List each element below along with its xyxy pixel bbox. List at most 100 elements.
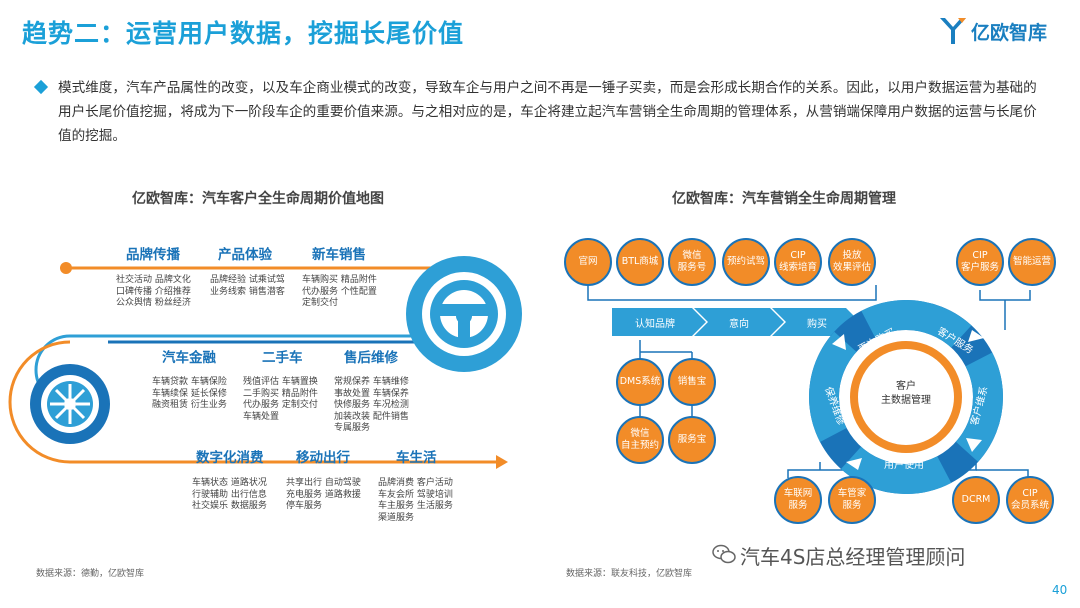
system-bubble: 官网 — [564, 238, 612, 286]
category-new-car-sales: 新车销售 — [312, 247, 366, 263]
system-bubble: 微信服务号 — [668, 238, 716, 286]
detail-line: 车辆购买 精品附件 — [302, 275, 377, 285]
logo: 亿欧智库 — [938, 14, 1058, 48]
system-bubble: 服务宝 — [668, 416, 716, 464]
detail-line: 渠道服务 — [378, 512, 415, 523]
detail-line: 车辆处置 — [243, 411, 280, 422]
steering-wheel-icon — [406, 256, 522, 372]
category-auto-finance: 汽车金融 — [162, 350, 216, 366]
detail-line: 共享出行 自动驾驶 — [286, 478, 361, 488]
tire-icon — [30, 364, 110, 444]
bubble-label: DMS系统 — [619, 376, 661, 387]
flow-step-brand-awareness: 认知品牌 — [635, 319, 675, 330]
flow-step-purchase: 购买 — [807, 319, 827, 330]
detail-line: 社交娱乐 数据服务 — [192, 501, 267, 511]
bubble-label: BTL商城 — [621, 256, 659, 267]
bubble-label: 车管家 — [837, 488, 867, 499]
bubble-label: 投放 — [842, 250, 862, 261]
system-bubble: 智能运营 — [1008, 238, 1056, 286]
bubble-label: DCRM — [961, 494, 991, 505]
detail-line: 二手购买 精品附件 — [243, 388, 318, 399]
system-bubble: 车管家服务 — [828, 476, 876, 524]
bubble-label: 预约试驾 — [726, 256, 765, 267]
system-bubble: 预约试驾 — [722, 238, 770, 286]
bubble-label: 效果评估 — [832, 262, 871, 273]
detail-line: 快修服务 车况检测 — [334, 400, 409, 410]
category-product-experience: 产品体验 — [218, 247, 272, 263]
system-bubble: DMS系统 — [616, 358, 664, 406]
page-title: 趋势二：运营用户数据，挖掘长尾价值 — [22, 19, 465, 48]
category-details: 品牌消费 客户活动 车友会所 驾驶培训 车主服务 生活服务 渠道服务 — [378, 478, 453, 524]
detail-line: 社交活动 品牌文化 — [116, 275, 191, 285]
detail-line: 业务线索 销售潜客 — [210, 286, 285, 297]
detail-line: 充电服务 道路救援 — [286, 489, 361, 500]
detail-line: 车友会所 驾驶培训 — [378, 489, 453, 500]
bubble-label: 线索培育 — [778, 262, 817, 273]
center-master-data: 客户 主数据管理 — [866, 380, 946, 408]
bubble-label: CIP — [1022, 488, 1038, 499]
detail-line: 残值评估 车辆置换 — [243, 377, 318, 387]
category-details: 共享出行 自动驾驶 充电服务 道路救援 停车服务 — [286, 478, 361, 513]
detail-line: 专属服务 — [334, 423, 371, 433]
bubble-label: 微信 — [682, 250, 702, 261]
bubble-label: 微信 — [630, 428, 650, 439]
center-line: 主数据管理 — [881, 395, 931, 406]
category-digital-consumption: 数字化消费 — [196, 450, 264, 466]
bubble-label: 智能运营 — [1012, 256, 1051, 267]
left-data-source: 数据来源：德勤，亿欧智库 — [36, 569, 145, 579]
detail-line: 车主服务 生活服务 — [378, 501, 453, 511]
bubble-label: 服务 — [842, 500, 862, 511]
logo-icon — [940, 18, 966, 44]
right-diagram-title: 亿欧智库：汽车营销全生命周期管理 — [672, 191, 896, 207]
category-details: 车辆购买 精品附件 代办服务 个性配置 定制交付 — [302, 275, 377, 310]
category-details: 常规保养 车辆维修 事故处置 车辆保养 快修服务 车况检测 加装改装 配件销售 … — [334, 377, 409, 435]
center-line: 客户 — [896, 381, 916, 392]
bubble-label: CIP — [790, 250, 806, 261]
watermark-text: 汽车4S店总经理管理顾问 — [740, 545, 966, 569]
system-bubble: DCRM — [952, 476, 1000, 524]
detail-line: 停车服务 — [286, 501, 323, 511]
detail-line: 加装改装 配件销售 — [334, 411, 409, 422]
category-details: 车辆贷款 车辆保险 车辆续保 延长保修 融资租赁 衍生业务 — [152, 377, 227, 412]
category-after-sales: 售后维修 — [344, 350, 398, 366]
logo-text: 亿欧智库 — [971, 22, 1048, 44]
category-brand-communication: 品牌传播 — [126, 247, 180, 263]
bubble-label: 服务宝 — [677, 434, 707, 445]
bubble-label: 官网 — [578, 256, 598, 267]
detail-line: 公众舆情 粉丝经济 — [116, 298, 191, 308]
bubble-label: 自主预约 — [620, 440, 659, 451]
system-bubble: 销售宝 — [668, 358, 716, 406]
page-number: 40 — [1052, 583, 1068, 597]
detail-line: 品牌经验 试乘试驾 — [210, 275, 285, 285]
detail-line: 代办服务 个性配置 — [302, 286, 377, 297]
bubble-label: 服务 — [788, 500, 808, 511]
intro-paragraph: 模式维度，汽车产品属性的改变，以及车企商业模式的改变，导致车企与用户之间不再是一… — [58, 80, 1037, 144]
bubble-label: 车联网 — [783, 488, 813, 499]
category-details: 社交活动 品牌文化 口碑传播 介绍推荐 公众舆情 粉丝经济 — [116, 275, 191, 310]
right-data-source: 数据来源：联友科技，亿欧智库 — [566, 569, 693, 579]
category-details: 品牌经验 试乘试驾 业务线索 销售潜客 — [210, 275, 285, 298]
detail-line: 融资租赁 衍生业务 — [152, 400, 227, 410]
bubble-label: 销售宝 — [677, 376, 707, 387]
detail-line: 常规保养 车辆维修 — [334, 377, 409, 387]
bubble-label: 客户服务 — [960, 262, 999, 273]
system-bubble: BTL商城 — [616, 238, 664, 286]
detail-line: 车辆续保 延长保修 — [152, 388, 227, 399]
category-car-life: 车生活 — [396, 450, 437, 466]
category-details: 残值评估 车辆置换 二手购买 精品附件 代办服务 定制交付 车辆处置 — [243, 377, 318, 423]
bubble-label: 服务号 — [677, 262, 707, 273]
ring-label-user-usage: 用户使用 — [884, 460, 924, 471]
detail-line: 行驶辅助 出行信息 — [192, 489, 267, 500]
bubble-label: 会员系统 — [1010, 500, 1049, 511]
flow-bar — [612, 308, 860, 336]
wechat-icon — [712, 544, 736, 564]
detail-line: 口碑传播 介绍推荐 — [116, 286, 191, 297]
system-bubble: 微信自主预约 — [616, 416, 664, 464]
detail-line: 定制交付 — [302, 298, 339, 308]
